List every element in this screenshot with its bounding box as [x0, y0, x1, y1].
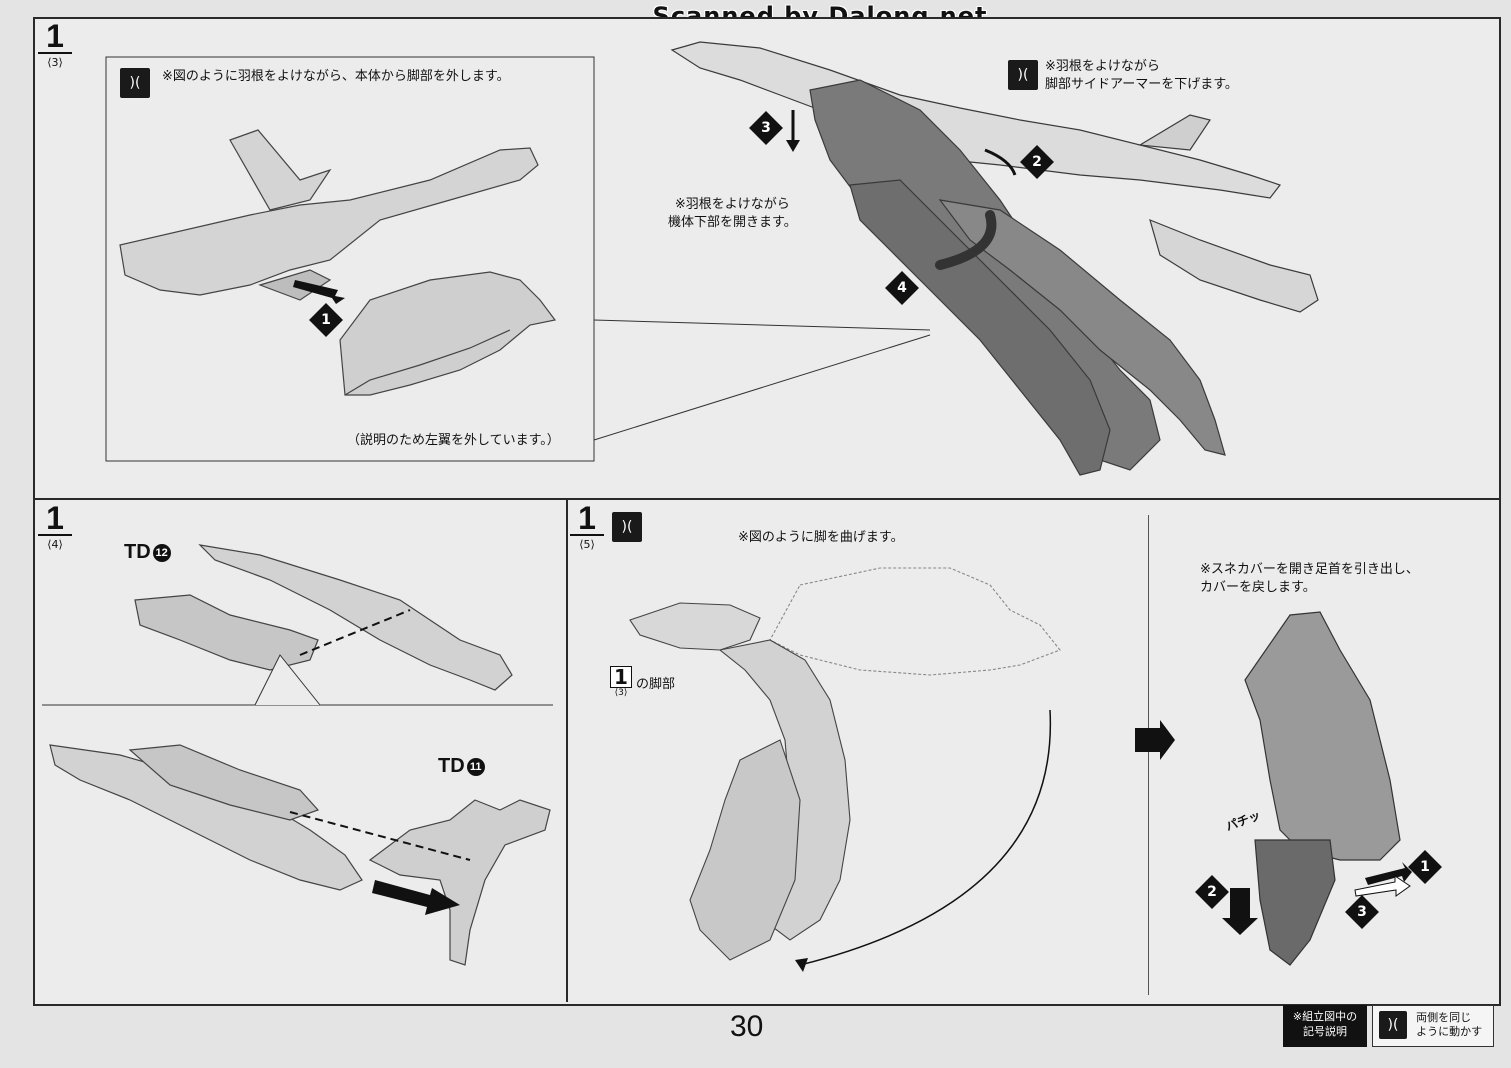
note-shin-cover: ※スネカバーを開き足首を引き出し、 カバーを戻します。	[1200, 562, 1419, 595]
step-number: 1	[570, 502, 604, 536]
inset-caption: （説明のため左翼を外しています。）	[347, 433, 560, 448]
main-aircraft	[670, 41, 1319, 476]
note-lower-side-armor: ※羽根をよけながら 脚部サイドアーマーを下げます。	[1045, 59, 1238, 92]
step-marker-4: 4	[885, 271, 919, 305]
step-marker-2: 2	[1020, 145, 1054, 179]
step-marker-2: 2	[1195, 875, 1229, 909]
note-remove-leg: ※図のように羽根をよけながら、本体から脚部を外します。	[162, 69, 510, 84]
step-label-bottom-left: 1 ⟨4⟩	[38, 502, 72, 551]
legend-symbol: )( 両側を同じ ように動かす	[1372, 1005, 1494, 1047]
left-frame-parts	[49, 544, 551, 966]
step-sub-number: ⟨5⟩	[579, 538, 595, 551]
page-number: 30	[730, 1010, 764, 1043]
legend-title: ※組立図中の 記号説明	[1283, 1005, 1367, 1047]
symmetric-move-icon: )(	[612, 512, 642, 542]
step-marker-1: 1	[309, 303, 343, 337]
note-open-lower-body: ※羽根をよけながら 機体下部を開きます。	[668, 197, 797, 230]
panel-divider-horizontal	[33, 498, 1499, 500]
step-number: 1	[38, 20, 72, 54]
step-marker-1: 1	[1408, 850, 1442, 884]
symmetric-move-icon: )(	[1008, 60, 1038, 90]
step-number: 1	[38, 502, 72, 536]
step-label-top: 1 ⟨3⟩	[38, 20, 72, 69]
part-number-badge: 12	[152, 543, 171, 562]
shin-cover-figure	[1244, 611, 1401, 966]
subpanel-divider	[1148, 515, 1149, 995]
reference-label: の脚部	[636, 677, 676, 692]
symmetric-move-icon: )(	[120, 68, 150, 98]
panel-divider-vertical	[566, 498, 568, 1002]
legend-symbol-description: 両側を同じ ように動かす	[1416, 1011, 1483, 1038]
step-marker-3: 3	[749, 111, 783, 145]
step-sub-number: ⟨4⟩	[47, 538, 63, 551]
step-label-bottom-right: 1 ⟨5⟩	[570, 502, 604, 551]
step-marker-3: 3	[1345, 895, 1379, 929]
inset-leg-part	[119, 129, 539, 301]
step-sub-number: ⟨3⟩	[47, 56, 63, 69]
part-number-badge: 11	[466, 757, 485, 776]
inset-hull-part	[339, 271, 557, 396]
reference-step: 1 ⟨3⟩	[610, 666, 632, 698]
symmetric-move-icon: )(	[1379, 1011, 1407, 1039]
note-bend-leg: ※図のように脚を曲げます。	[738, 530, 904, 545]
leg-bend-figure	[629, 567, 1061, 961]
